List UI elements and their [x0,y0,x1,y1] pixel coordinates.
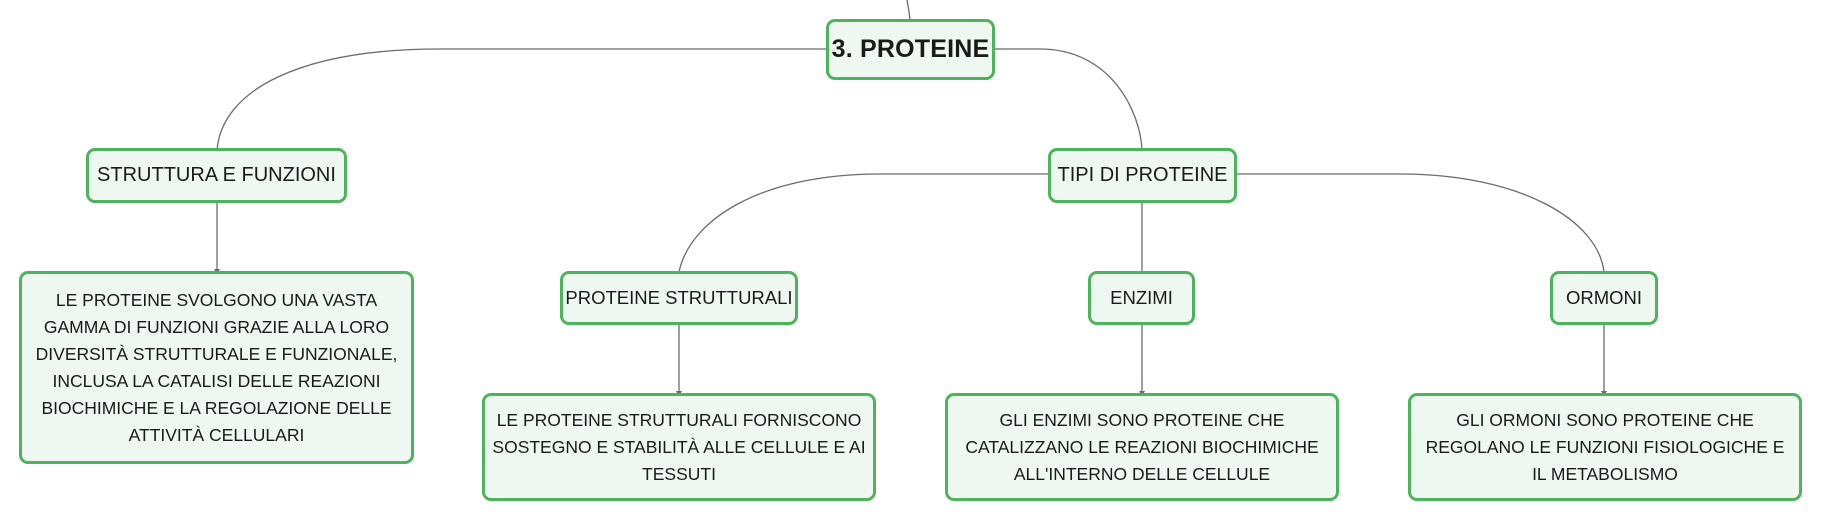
enzimi-description-text: GLI ENZIMI SONO PROTEINE CHE CATALIZZANO… [965,409,1319,484]
node-ormoni-label: ORMONI [1565,287,1643,308]
node-strutturali-description[interactable]: LE PROTEINE STRUTTURALI FORNISCONO SOSTE… [482,393,876,501]
node-struttura-description[interactable]: LE PROTEINE SVOLGONO UNA VASTA GAMMA DI … [19,271,414,464]
node-struttura-e-funzioni[interactable]: STRUTTURA E FUNZIONI [86,148,347,203]
node-enzimi-description[interactable]: GLI ENZIMI SONO PROTEINE CHE CATALIZZANO… [945,393,1339,501]
connector-root-struttura [216,48,827,151]
struttura-description-text: LE PROTEINE SVOLGONO UNA VASTA GAMMA DI … [35,289,398,445]
connector-root-tipi [994,48,1143,151]
node-ormoni[interactable]: ORMONI [1550,271,1658,325]
connector-tipi-ormoni [1236,173,1605,273]
node-enzimi[interactable]: ENZIMI [1088,271,1195,325]
node-tipi-di-proteine[interactable]: TIPI DI PROTEINE [1048,148,1237,203]
node-tipi-label: TIPI DI PROTEINE [1057,164,1228,186]
connector-arrowheads [214,269,1607,396]
connector-parent-root [906,0,911,21]
connector-tipi-strutturali [678,173,1049,273]
strutturali-description-text: LE PROTEINE STRUTTURALI FORNISCONO SOSTE… [492,409,866,484]
node-strutturali-label: PROTEINE STRUTTURALI [565,287,793,308]
node-ormoni-description[interactable]: GLI ORMONI SONO PROTEINE CHE REGOLANO LE… [1408,393,1802,501]
ormoni-description-text: GLI ORMONI SONO PROTEINE CHE REGOLANO LE… [1425,409,1785,484]
root-label: 3. PROTEINE [831,35,990,63]
node-struttura-label: STRUTTURA E FUNZIONI [97,164,336,186]
root-node[interactable]: 3. PROTEINE [826,19,995,80]
node-proteine-strutturali[interactable]: PROTEINE STRUTTURALI [560,271,798,325]
node-enzimi-label: ENZIMI [1110,287,1173,308]
